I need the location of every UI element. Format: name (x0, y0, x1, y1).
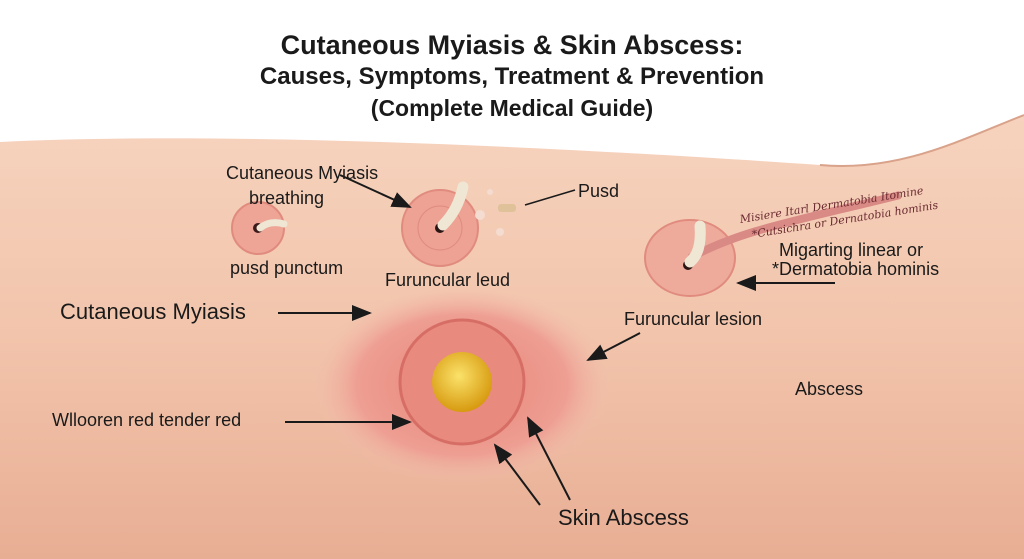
label-abscess: Abscess (795, 379, 864, 399)
title-line-2: Causes, Symptoms, Treatment & Prevention (259, 63, 765, 90)
label-migrating-linear: Migarting linear or (779, 240, 924, 260)
label-cutaneous-myiasis-breathing: Cutaneous Myiasis (226, 163, 379, 183)
label-pusd-punctum: pusd punctum (230, 258, 344, 278)
label-pusd: Pusd (578, 181, 620, 201)
title-line-3: (Complete Medical Guide) (370, 95, 654, 121)
label-cutaneous-myiasis: Cutaneous Myiasis (60, 299, 246, 324)
label-dermatobia-hominis: *Dermatobia hominis (772, 259, 940, 279)
breathing-punctum-lesion (231, 201, 288, 255)
label-breathing: breathing (249, 188, 325, 208)
skin-abscess-lesion (312, 285, 612, 485)
title-line-1: Cutaneous Myiasis & Skin Abscess: (280, 30, 744, 60)
migrating-lesion (644, 191, 901, 297)
label-furuncular-lesion: Furuncular lesion (624, 309, 763, 329)
label-skin-abscess: Skin Abscess (558, 505, 689, 530)
label-red-tender: Wllooren red tender red (52, 410, 242, 430)
label-furuncular-leud: Furuncular leud (385, 270, 511, 290)
furuncular-lesion-top (401, 181, 516, 267)
